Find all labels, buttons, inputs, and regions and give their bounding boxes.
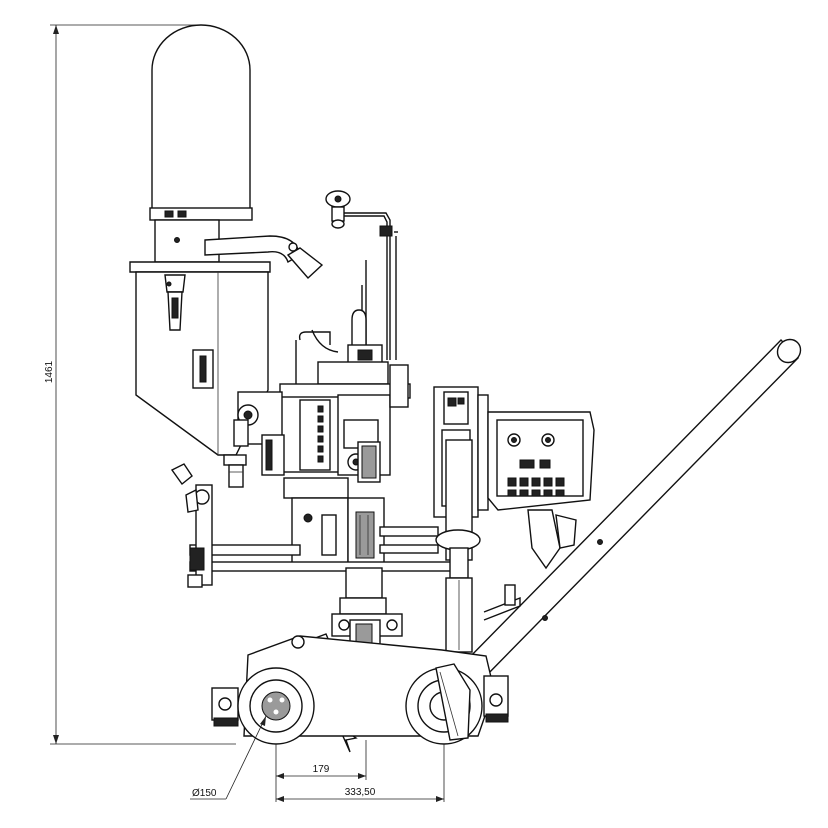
- welding-head-block: [233, 329, 411, 569]
- height-dimension: 1461: [44, 24, 236, 745]
- wheelbase-dimension: 333,50: [276, 787, 444, 802]
- wire-guide: [325, 190, 398, 360]
- powder-hopper: [129, 24, 324, 488]
- bottom-dimensions: 179 333,50 Ø150: [190, 715, 445, 802]
- control-panel: [433, 338, 802, 681]
- offset-dimension-label: 179: [313, 764, 330, 775]
- wheelbase-dimension-label: 333,50: [345, 787, 376, 798]
- front-wheel: [405, 663, 483, 745]
- wheel-diameter-label: Ø150: [192, 788, 217, 799]
- wheel-diameter-dimension: Ø150: [190, 715, 267, 800]
- height-dimension-label: 1461: [44, 360, 55, 383]
- offset-dimension: 179: [276, 764, 366, 779]
- rear-wheel: [237, 667, 315, 745]
